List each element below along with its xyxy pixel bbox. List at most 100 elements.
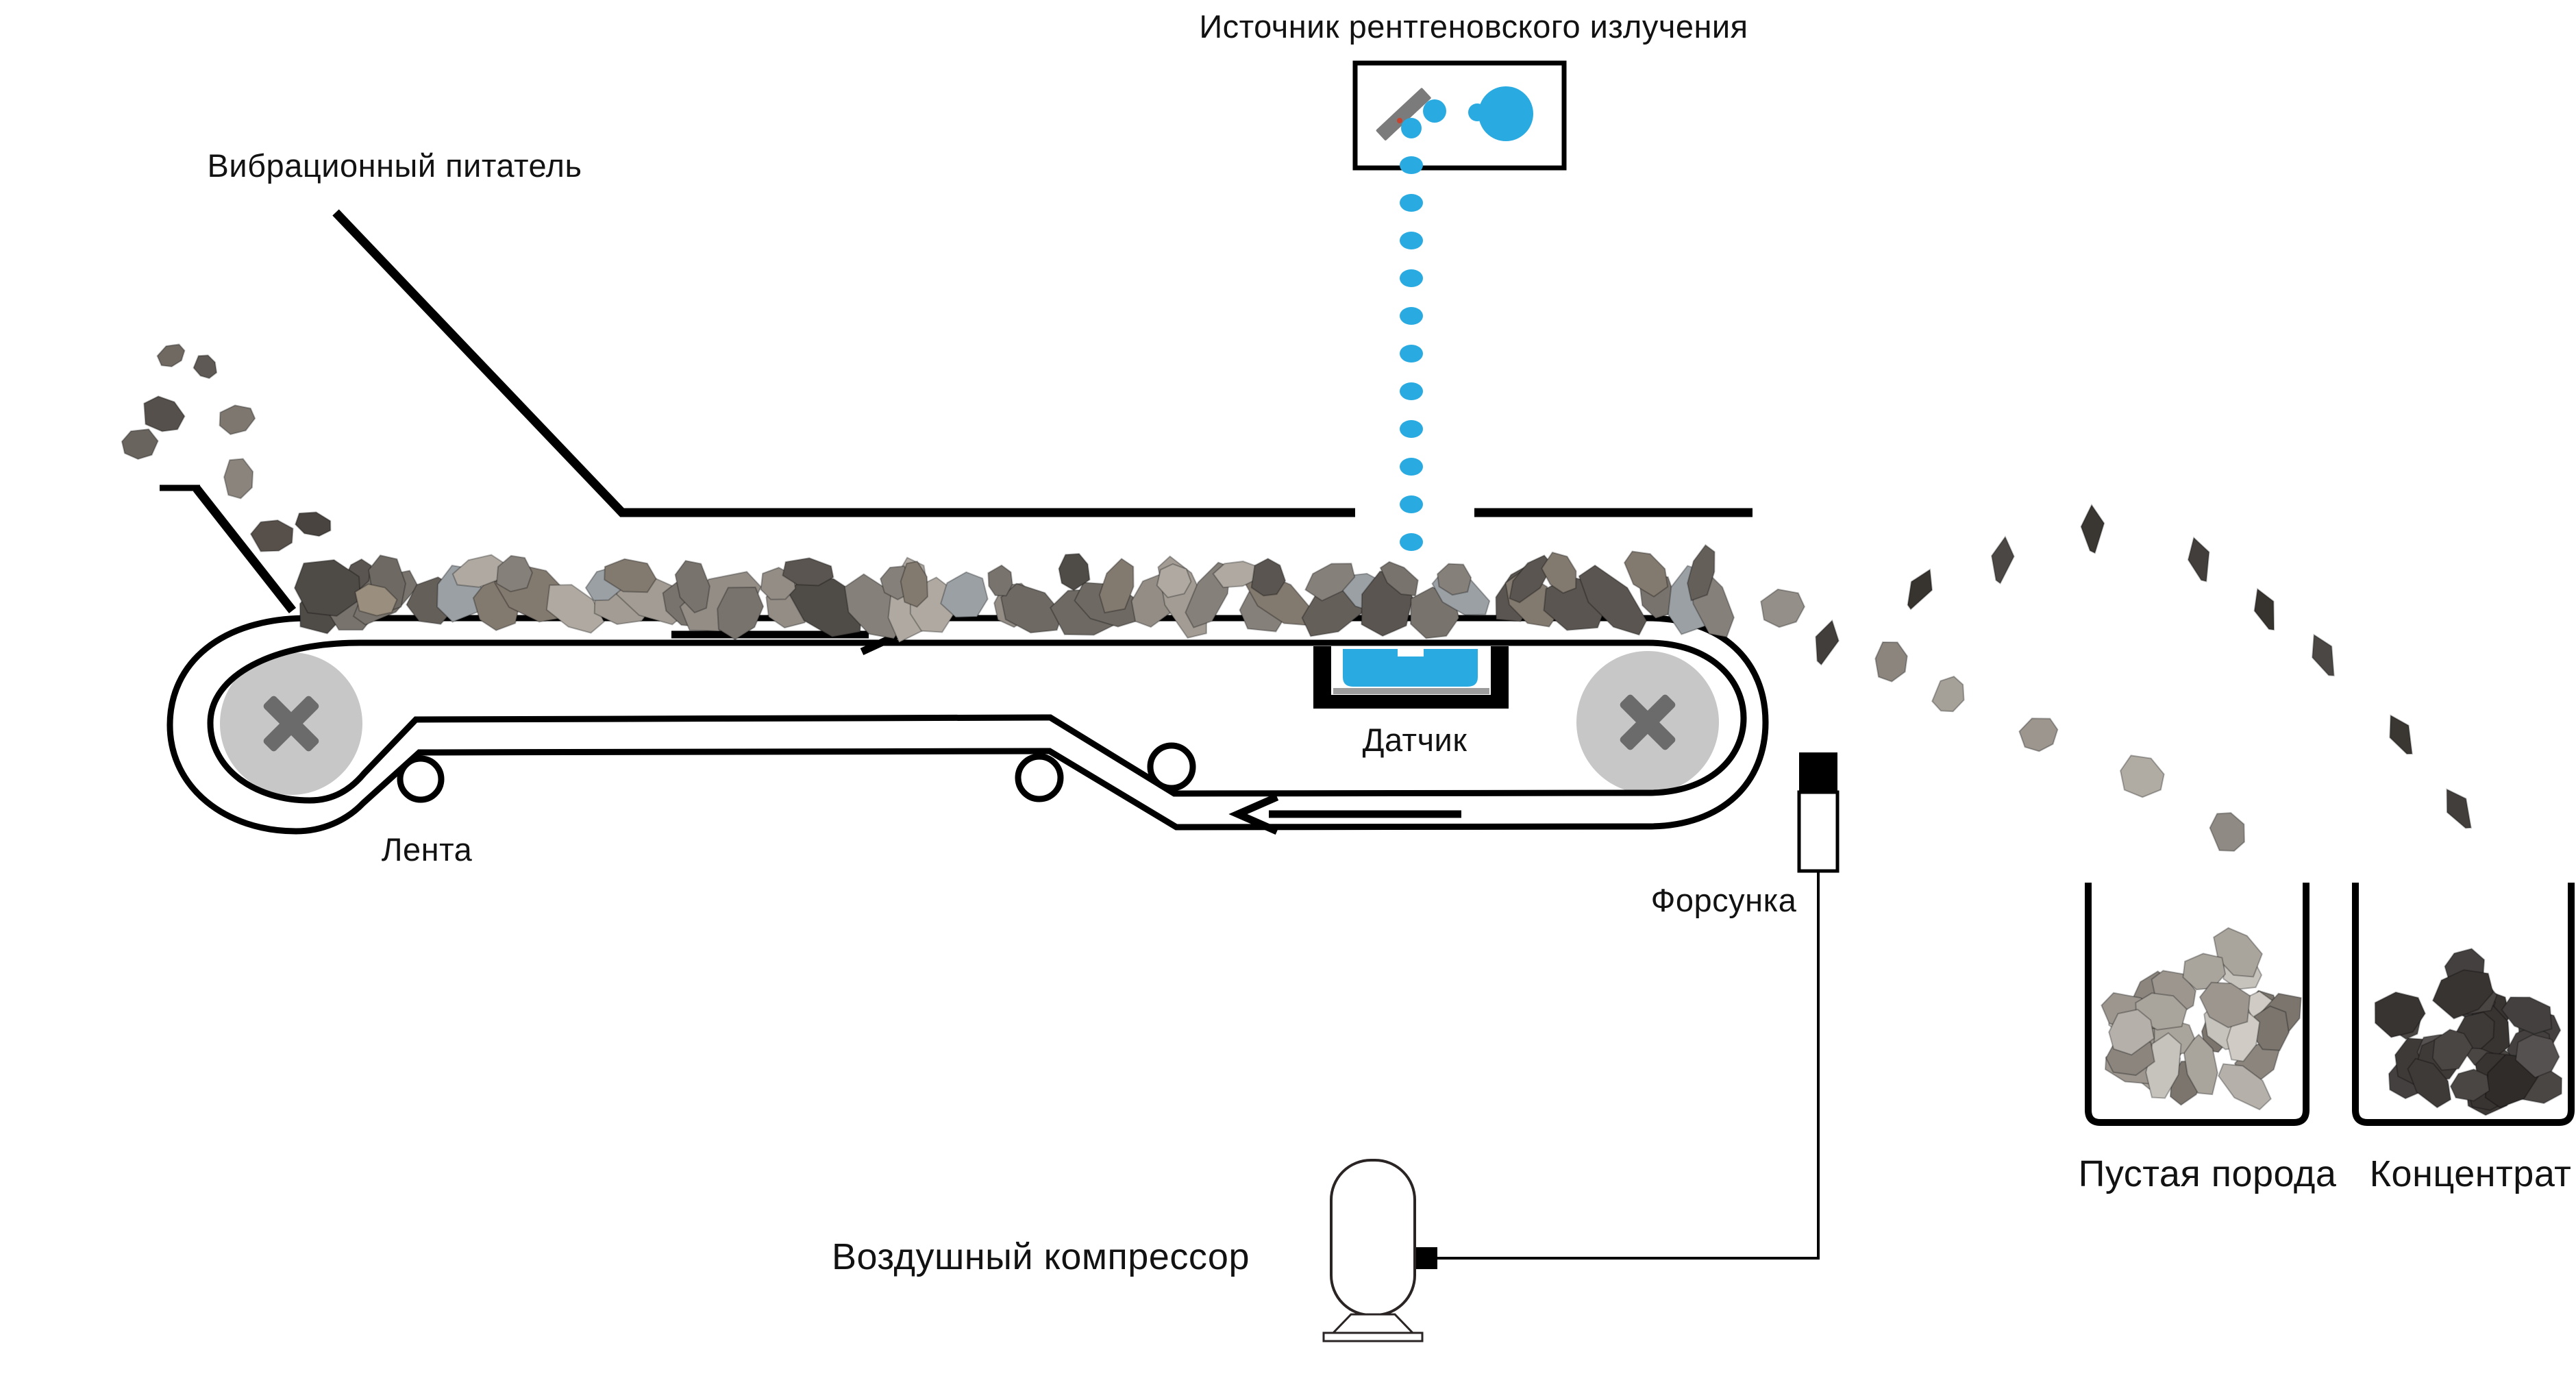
compressor-outlet	[1413, 1247, 1437, 1269]
rock	[1304, 563, 1356, 602]
xray-tube-plate-icon	[1376, 88, 1431, 140]
rock	[121, 428, 159, 461]
compressor-base	[1322, 1331, 1424, 1342]
xray-beam-dot	[1400, 232, 1423, 249]
sensor-shadow	[1333, 688, 1489, 694]
pulley-cross-right	[1620, 694, 1676, 750]
rock	[1156, 563, 1192, 599]
rock	[1907, 568, 1933, 611]
rock	[2218, 1063, 2272, 1111]
xray-source	[1352, 60, 1567, 171]
rock	[1623, 550, 1669, 598]
xray-beam-dot	[1400, 420, 1423, 438]
label-xray-source: Источник рентгеновского излучения	[1199, 8, 1748, 45]
xray-emission-dot-a	[1423, 99, 1446, 123]
rock	[1874, 641, 1908, 683]
sensor	[1313, 646, 1509, 709]
rock	[2120, 754, 2165, 798]
rock	[2389, 714, 2413, 755]
compressor-tank	[1330, 1159, 1416, 1316]
rock	[1437, 563, 1472, 596]
xray-beam-dot	[1400, 194, 1423, 212]
rock	[2449, 1068, 2490, 1102]
compressor-stand	[1330, 1313, 1415, 1334]
xray-beam-dot	[1400, 382, 1423, 400]
xray-beam-dot	[1400, 345, 1423, 363]
xray-emission-dot-b	[1401, 118, 1422, 138]
bin-contents	[2101, 926, 2563, 1116]
belt-inner-outline	[207, 639, 1747, 804]
ore-falling-from-feeder	[121, 343, 398, 617]
xray-anode-dot	[1397, 118, 1402, 123]
rock	[545, 584, 605, 634]
rock	[1931, 676, 1965, 713]
label-nozzle: Форсунка	[1651, 882, 1797, 918]
waste-rock-trajectory	[1760, 588, 2245, 852]
waste-bin	[2085, 883, 2309, 1126]
rock	[295, 511, 332, 537]
rock	[193, 354, 218, 380]
rock	[940, 571, 989, 618]
rock	[1000, 582, 1063, 634]
rock	[1250, 558, 1287, 597]
rock	[2213, 926, 2264, 978]
xray-beam	[1400, 156, 1423, 551]
feeder-left-slope-line	[193, 485, 297, 614]
rock	[451, 554, 506, 588]
rock	[2182, 953, 2227, 991]
idler-roller-2	[1015, 753, 1064, 802]
xray-bulb-icon	[1478, 86, 1533, 141]
rock	[1687, 543, 1716, 602]
rock	[604, 558, 657, 593]
xray-beam-dot	[1400, 307, 1423, 325]
rock	[782, 557, 834, 587]
concentrate-trajectory	[1815, 504, 2472, 829]
rock	[1991, 535, 2015, 585]
concentrate-bin	[2352, 883, 2575, 1126]
belt-return-arrow	[1228, 793, 1461, 835]
ore-on-belt	[299, 543, 1735, 643]
rock	[2407, 1057, 2452, 1109]
rock	[2431, 1029, 2474, 1071]
xray-beam-dot	[1400, 533, 1423, 551]
rock	[495, 554, 534, 593]
rock	[354, 583, 398, 617]
feeder-chute-line	[332, 209, 1355, 517]
rock	[2080, 504, 2105, 554]
rock	[1509, 554, 1554, 604]
nozzle-cap	[1799, 752, 1837, 792]
rock	[674, 560, 710, 614]
rock	[2374, 991, 2426, 1038]
rock	[2515, 1033, 2560, 1079]
sensor-bracket-bottom	[1313, 695, 1509, 709]
rock	[293, 559, 362, 617]
rock	[2253, 587, 2275, 631]
rock	[987, 564, 1013, 597]
idler-roller-3	[1147, 742, 1196, 791]
nozzle-body	[1797, 790, 1840, 873]
rock	[1541, 551, 1577, 594]
belt-outer-outline	[166, 615, 1769, 835]
label-waste-bin: Пустая порода	[2079, 1153, 2337, 1194]
air-nozzle	[1797, 752, 1840, 873]
rock	[2108, 1009, 2155, 1056]
rock	[1578, 564, 1648, 636]
xray-beam-dot	[1400, 458, 1423, 476]
rock	[2251, 1005, 2290, 1051]
sensor-screen	[1343, 649, 1478, 687]
xray-beam-dot	[1400, 156, 1423, 174]
rock	[2018, 717, 2059, 752]
rock	[2501, 996, 2553, 1035]
rock	[2446, 788, 2472, 829]
rock	[223, 458, 254, 500]
label-sensor: Датчик	[1363, 722, 1467, 758]
rock	[2209, 812, 2245, 852]
rock	[2187, 536, 2210, 582]
label-belt: Лента	[382, 831, 473, 868]
rock	[156, 343, 186, 368]
xray-beam-dot	[1400, 269, 1423, 287]
rock	[2145, 1032, 2182, 1099]
rock	[1379, 561, 1419, 597]
